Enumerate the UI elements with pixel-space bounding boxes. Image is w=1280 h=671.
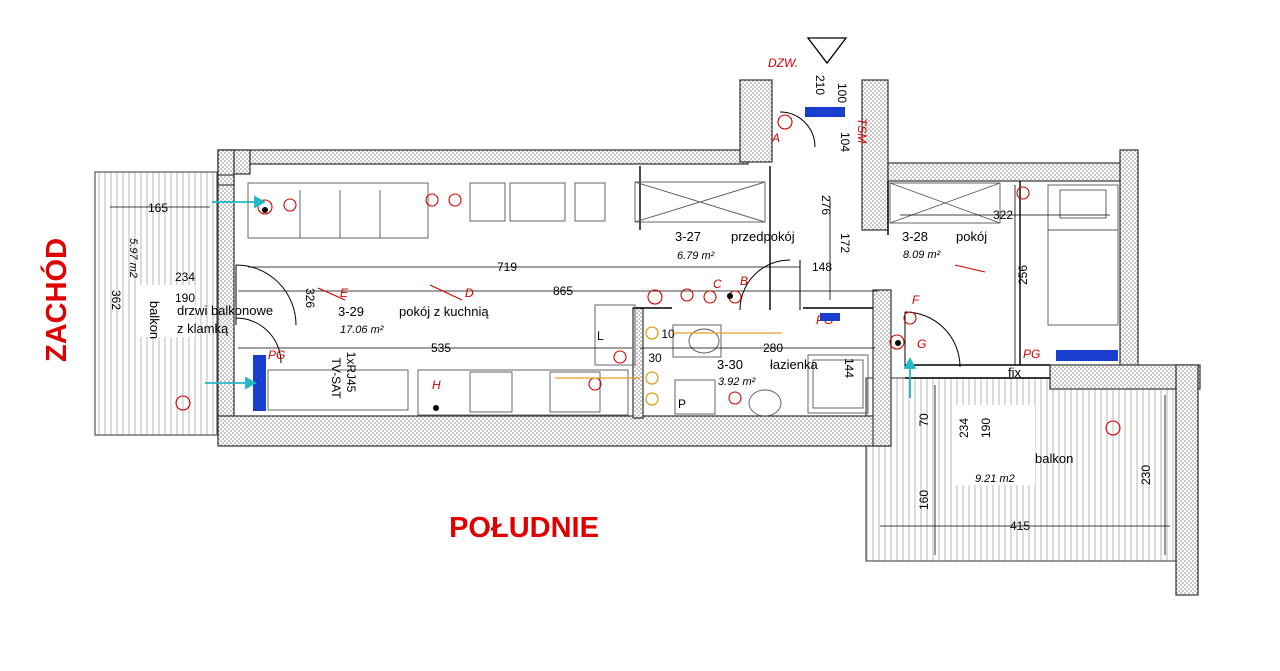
south-balcony-dim-190: 190 xyxy=(979,418,993,438)
dim-535: 535 xyxy=(431,341,451,355)
doors xyxy=(235,111,961,368)
letter-c: C xyxy=(713,277,722,291)
letter-d: D xyxy=(465,286,474,300)
dim-30: 30 xyxy=(648,351,662,365)
south-label: POŁUDNIE xyxy=(449,512,599,544)
west-balcony xyxy=(94,171,218,436)
room-3-30: 3-30 łazienka 3.92 m² xyxy=(717,357,818,388)
room-3-29: 3-29 pokój z kuchnią 17.06 m² xyxy=(338,304,489,336)
entry-door-label: DZW. xyxy=(768,56,798,70)
room-3-29-name: pokój z kuchnią xyxy=(399,304,489,319)
west-balcony-dim-190: 190 xyxy=(175,291,195,305)
dim-104: 104 xyxy=(838,132,852,152)
network-label: 1xRJ45 xyxy=(344,352,358,393)
room-3-29-area: 17.06 m² xyxy=(340,324,384,336)
letter-h: H xyxy=(432,378,441,392)
dimension-labels: 719 865 535 280 148 322 256 326 172 276 … xyxy=(303,75,1030,378)
walls xyxy=(217,79,1201,596)
south-balcony-dim-234: 234 xyxy=(957,418,971,438)
west-balcony-dim-362: 362 xyxy=(109,290,123,310)
room-3-27-id: 3-27 xyxy=(675,229,701,244)
fix-label: fix xyxy=(1008,365,1022,380)
electrical-labels: A B C D E F G H L P xyxy=(340,131,926,411)
letter-l: L xyxy=(597,329,604,343)
south-balcony-dim-160: 160 xyxy=(917,490,931,510)
dim-144: 144 xyxy=(842,358,856,378)
south-balcony-dim-70: 70 xyxy=(917,413,931,427)
electrical-symbols xyxy=(175,114,1121,436)
balcony-door-label: drzwi balkonowe xyxy=(177,303,273,318)
dim-719: 719 xyxy=(497,260,517,274)
dim-322: 322 xyxy=(993,208,1013,222)
west-balcony-area: 5.97 m2 xyxy=(127,238,139,278)
south-balcony-dim-415: 415 xyxy=(1010,519,1030,533)
dimension-lines xyxy=(238,185,1170,555)
room-3-30-id: 3-30 xyxy=(717,357,743,372)
room-3-27-name: przedpokój xyxy=(731,229,795,244)
ventilation-arrows xyxy=(205,195,917,398)
room-3-27: 3-27 przedpokój 6.79 m² xyxy=(675,229,795,262)
dim-148: 148 xyxy=(812,260,832,274)
letter-f: F xyxy=(912,293,920,307)
dim-326: 326 xyxy=(303,288,317,308)
radiators xyxy=(253,107,1118,411)
dim-10: 10 xyxy=(661,327,675,341)
room-3-28: 3-28 pokój 8.09 m² xyxy=(902,229,987,261)
furniture xyxy=(247,181,1119,417)
dim-276: 276 xyxy=(819,195,833,215)
west-balcony-label: balkon xyxy=(147,301,162,339)
letter-g: G xyxy=(917,337,926,351)
pg-label-1: PG xyxy=(268,348,285,362)
tv-label: TV-SAT xyxy=(329,357,343,399)
dim-100: 100 xyxy=(835,83,849,103)
dim-256: 256 xyxy=(1016,265,1030,285)
letter-b: B xyxy=(740,274,748,288)
handle-label: z klamką xyxy=(177,321,229,336)
west-balcony-dim-234: 234 xyxy=(175,270,195,284)
room-3-28-id: 3-28 xyxy=(902,229,928,244)
room-3-28-area: 8.09 m² xyxy=(903,249,941,261)
south-balcony-area: 9.21 m2 xyxy=(975,473,1015,485)
dim-865: 865 xyxy=(553,284,573,298)
room-3-27-area: 6.79 m² xyxy=(677,250,715,262)
outlets xyxy=(262,207,901,411)
room-3-28-name: pokój xyxy=(956,229,987,244)
room-3-30-name: łazienka xyxy=(770,357,818,372)
letter-a: A xyxy=(771,131,780,145)
south-balcony xyxy=(865,377,1177,562)
south-balcony-label: balkon xyxy=(1035,451,1073,466)
room-3-30-area: 3.92 m² xyxy=(718,376,756,388)
south-balcony-dim-230: 230 xyxy=(1139,465,1153,485)
pg-label-3: PG xyxy=(1023,347,1040,361)
dim-172: 172 xyxy=(838,233,852,253)
letter-p: P xyxy=(678,397,686,411)
letter-e: E xyxy=(340,286,349,300)
west-label: ZACHÓD xyxy=(39,238,73,362)
utility-connections xyxy=(555,326,782,406)
dim-280: 280 xyxy=(763,341,783,355)
room-3-29-id: 3-29 xyxy=(338,304,364,319)
west-balcony-dim-165: 165 xyxy=(148,201,168,215)
entry-marker xyxy=(806,37,848,65)
tsm-label: TSM xyxy=(855,118,869,143)
dim-210: 210 xyxy=(813,75,827,95)
partitions xyxy=(633,166,1050,379)
